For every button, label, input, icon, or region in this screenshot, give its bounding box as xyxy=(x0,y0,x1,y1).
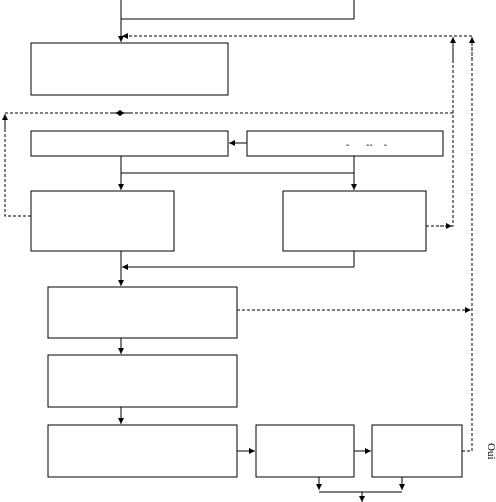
loop-left-outer xyxy=(4,113,31,217)
box-step-2-right xyxy=(246,130,444,157)
box-bottom-2 xyxy=(255,424,355,478)
box-step-2 xyxy=(30,130,229,157)
side-label-oui: Oui xyxy=(485,443,496,460)
box-bottom-3 xyxy=(371,424,463,478)
box-marks: - -- - xyxy=(346,140,387,151)
loop-right-outer xyxy=(462,36,473,452)
box-bottom-1 xyxy=(47,424,238,478)
box-branch-right xyxy=(282,190,427,252)
loop-right-inner xyxy=(426,40,454,227)
box-step-1 xyxy=(30,42,229,96)
box-step-3 xyxy=(47,286,238,339)
box-step-4 xyxy=(47,354,238,408)
top-box xyxy=(120,0,355,20)
box-branch-left xyxy=(30,190,175,252)
